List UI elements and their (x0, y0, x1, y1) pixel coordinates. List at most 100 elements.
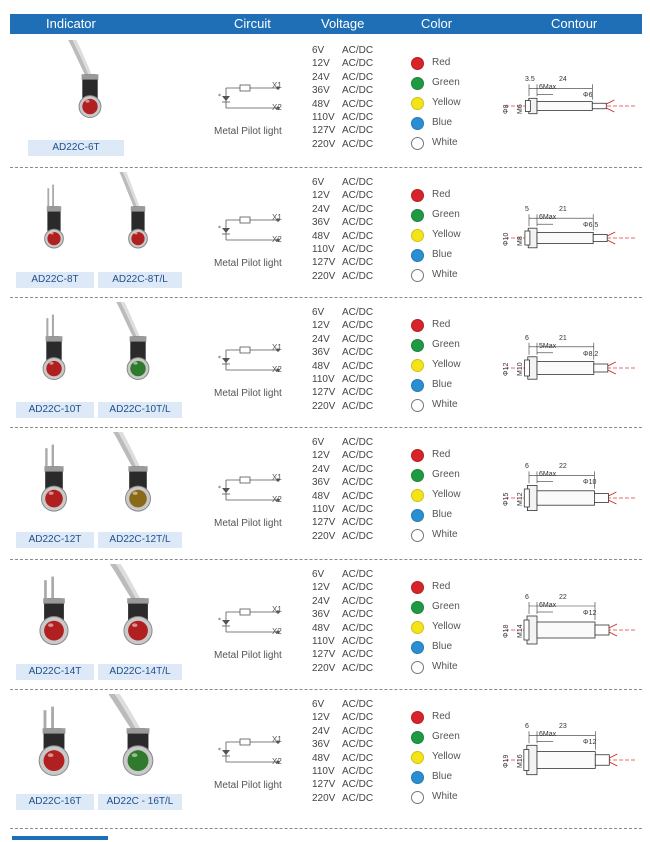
color-name: Green (432, 731, 460, 742)
color-dot-icon (411, 319, 424, 332)
circuit-label: Metal Pilot light (214, 650, 282, 661)
voltage-type: AC/DC (342, 360, 374, 372)
voltage-type: AC/DC (342, 504, 374, 516)
product-photo (98, 429, 178, 527)
color-item: White (411, 134, 491, 154)
voltage-type: AC/DC (342, 177, 374, 188)
color-dot-icon (411, 791, 424, 804)
svg-text:*: * (218, 747, 221, 754)
dimension-label: Φ12 (583, 739, 597, 747)
color-name: White (432, 791, 458, 802)
color-item: Yellow (411, 486, 491, 506)
dimension-label: Φ19 (503, 754, 510, 768)
color-name: Red (432, 581, 451, 592)
voltage-type: AC/DC (342, 477, 374, 489)
color-item: White (411, 658, 491, 678)
product-cell: AD22C-10T AD22C-10T/L (10, 298, 200, 429)
voltage-type: AC/DC (342, 582, 374, 594)
color-item: White (411, 526, 491, 546)
voltage-type: AC/DC (342, 45, 374, 56)
dimension-label: Φ8 (503, 104, 510, 114)
voltage-value: 48V (312, 98, 330, 110)
terminal-x1: X1 (272, 213, 282, 222)
voltage-type: AC/DC (342, 712, 374, 724)
color-dot-icon (411, 731, 424, 744)
voltage-value: 127V (312, 517, 336, 529)
color-dot-icon (411, 117, 424, 130)
voltage-item: 110V AC/DC (312, 503, 392, 516)
voltage-value: 110V (312, 504, 335, 516)
voltage-value: 127V (312, 387, 336, 399)
voltage-type: AC/DC (342, 190, 374, 202)
product-cell: AD22C-14T AD22C-14T/L (10, 560, 200, 691)
color-name: White (432, 137, 458, 148)
color-dot-icon (411, 711, 424, 724)
color-name: White (432, 529, 458, 540)
model-label: AD22C-8T/L (98, 272, 182, 288)
dimension-label: Φ10 (503, 232, 510, 246)
terminal-x2: X2 (272, 365, 282, 374)
color-dot-icon (411, 469, 424, 482)
color-item: Red (411, 186, 491, 206)
voltage-value: 220V (312, 530, 336, 542)
voltage-value: 48V (312, 360, 330, 372)
terminal-x2: X2 (272, 235, 282, 244)
voltage-type: AC/DC (342, 725, 374, 737)
voltage-value: 36V (312, 85, 330, 97)
color-name: Yellow (432, 621, 461, 632)
model-label: AD22C-14T/L (98, 664, 182, 680)
color-item: White (411, 396, 491, 416)
voltage-type: AC/DC (342, 125, 374, 137)
color-name: White (432, 269, 458, 280)
voltage-value: 220V (312, 400, 336, 412)
voltage-value: 110V (312, 244, 335, 256)
voltage-value: 36V (312, 477, 330, 489)
voltage-type: AC/DC (342, 569, 374, 580)
color-dot-icon (411, 339, 424, 352)
product-cell: AD22C-12T AD22C-12T/L (10, 428, 200, 559)
voltage-type: AC/DC (342, 203, 374, 215)
color-dot-icon (411, 97, 424, 110)
row-divider (10, 297, 642, 298)
product-photo (98, 691, 178, 789)
voltage-type: AC/DC (342, 792, 374, 804)
voltage-type: AC/DC (342, 752, 374, 764)
svg-text:*: * (218, 485, 221, 492)
voltage-type: AC/DC (342, 230, 374, 242)
header-circuit: Circuit (234, 16, 271, 31)
color-name: Blue (432, 641, 453, 652)
voltage-value: 110V (312, 636, 335, 648)
voltage-value: 12V (312, 58, 330, 70)
voltage-value: 127V (312, 125, 336, 137)
color-name: Yellow (432, 751, 461, 762)
voltage-value: 12V (312, 190, 330, 202)
terminal-x2: X2 (272, 757, 282, 766)
voltage-value: 127V (312, 649, 336, 661)
color-item: Red (411, 54, 491, 74)
color-dot-icon (411, 771, 424, 784)
voltage-type: AC/DC (342, 374, 374, 386)
color-dot-icon (411, 249, 424, 262)
voltage-value: 127V (312, 779, 336, 791)
voltage-type: AC/DC (342, 622, 374, 634)
dimension-label: 6 (525, 463, 529, 471)
